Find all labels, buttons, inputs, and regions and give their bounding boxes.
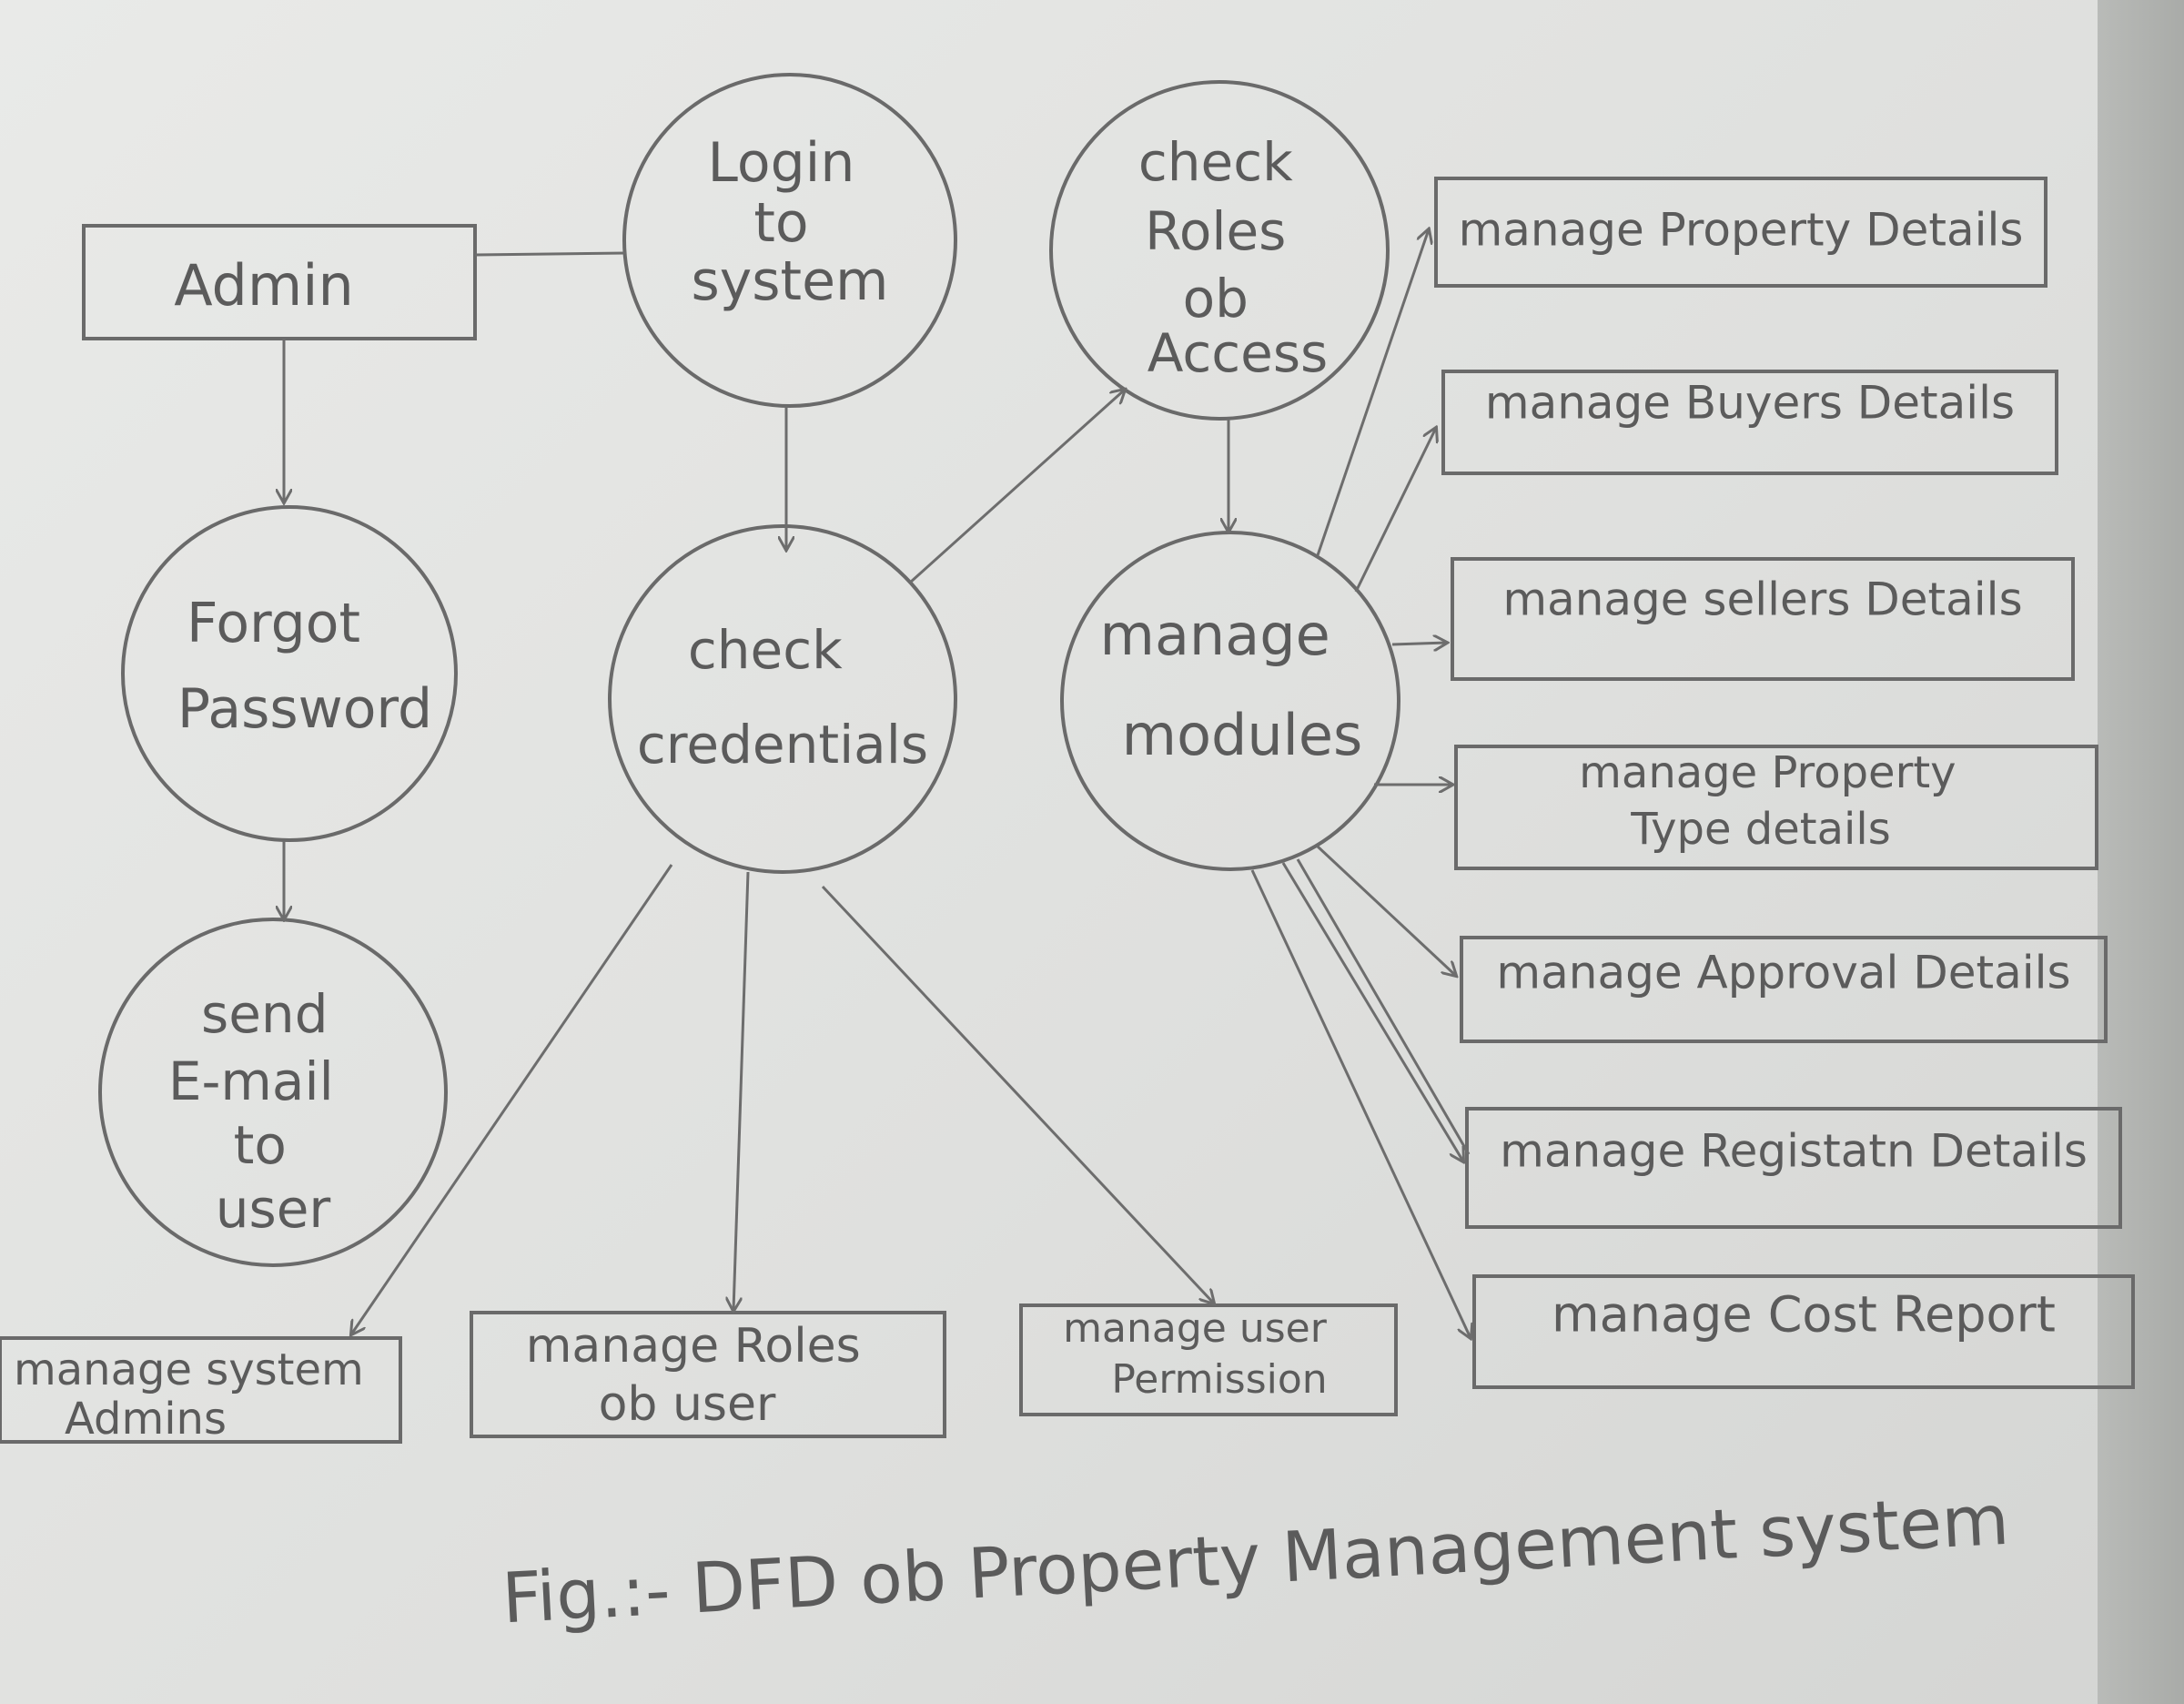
flow-modules-property-details xyxy=(1316,229,1429,556)
flow-modules-sellers-details xyxy=(1391,643,1447,644)
flow-credentials-roles-of-user xyxy=(733,871,750,1311)
check-credentials-label-2: credentials xyxy=(637,714,928,776)
check-credentials-process: check credentials xyxy=(608,524,957,874)
store-registration-details-label: manage Registatn Details xyxy=(1500,1125,2088,1178)
store-user-permission: manage user Permission xyxy=(1019,1303,1398,1416)
svg-text:check Roles ob: check Roles ob Access xyxy=(1138,131,1328,384)
login-label-2: to xyxy=(753,191,808,255)
data-flows xyxy=(284,229,1471,1338)
store-user-permission-label-1: manage user xyxy=(1063,1305,1328,1352)
send-email-label-2: E-mail xyxy=(168,1050,334,1112)
admin-label: Admin xyxy=(174,252,354,319)
store-property-details-label: manage Property Details xyxy=(1459,204,2024,257)
svg-text:manage Roles ob user: manage Roles ob user xyxy=(526,1319,876,1432)
store-system-admins-label-1: manage system xyxy=(14,1344,364,1395)
forgot-password-process: Forgot Password xyxy=(121,505,458,842)
store-sellers-details: manage sellers Details xyxy=(1451,557,2075,681)
flow-modules-registration-details-double xyxy=(1296,858,1471,1155)
flow-modules-cost-report xyxy=(1250,869,1471,1338)
flow-modules-approval-details xyxy=(1316,845,1456,976)
send-email-label-1: send xyxy=(201,983,328,1045)
svg-text:Login to system: Login to system xyxy=(692,131,889,313)
figure-caption: Fig.:- DFD ob Property Management system xyxy=(500,1479,2011,1639)
store-system-admins-label-2: Admins xyxy=(65,1394,227,1445)
store-property-details: manage Property Details xyxy=(1434,177,2048,288)
login-label-1: Login xyxy=(708,131,855,195)
store-property-type-label-1: manage Property xyxy=(1579,747,1956,798)
store-user-permission-label-2: Permission xyxy=(1111,1356,1327,1403)
store-cost-report-label: manage Cost Report xyxy=(1552,1286,2056,1344)
check-credentials-label-1: check xyxy=(688,619,843,681)
store-roles-of-user-label-1: manage Roles xyxy=(526,1319,861,1374)
store-cost-report: manage Cost Report xyxy=(1472,1274,2135,1389)
send-email-process: send E-mail to user xyxy=(98,918,448,1267)
flow-credentials-system-admins xyxy=(351,864,673,1334)
svg-text:check credentials: check credentials xyxy=(637,619,928,776)
check-roles-label-1: check xyxy=(1138,131,1293,193)
check-roles-label-4: Access xyxy=(1148,322,1329,384)
store-system-admins: manage system Admins xyxy=(0,1336,402,1445)
flow-credentials-check-roles xyxy=(908,390,1125,584)
flow-modules-buyers-details xyxy=(1354,428,1436,593)
store-sellers-details-label: manage sellers Details xyxy=(1502,573,2022,626)
store-buyers-details-label: manage Buyers Details xyxy=(1485,377,2015,430)
flow-modules-registration-details xyxy=(1281,862,1463,1161)
store-roles-of-user-label-2: ob user xyxy=(599,1377,776,1432)
check-roles-label-2: Roles xyxy=(1145,200,1286,262)
svg-text:manage user Permission: manage user Permission xyxy=(1063,1305,1340,1403)
check-roles-label-3: ob xyxy=(1183,268,1249,330)
store-roles-of-user: manage Roles ob user xyxy=(470,1311,946,1438)
svg-text:send E-mail to: send E-mail to user xyxy=(168,983,350,1240)
admin-entity: Admin xyxy=(82,224,477,340)
store-approval-details: manage Approval Details xyxy=(1460,936,2108,1043)
page-edge xyxy=(2098,0,2184,1704)
send-email-label-4: user xyxy=(216,1178,331,1240)
svg-text:manage system Admins: manage system Admins xyxy=(14,1344,378,1445)
forgot-label-1: Forgot xyxy=(187,592,360,655)
svg-text:Forgot Password: Forgot Password xyxy=(177,592,432,741)
manage-modules-process: manage modules xyxy=(1060,531,1400,871)
store-approval-details-label: manage Approval Details xyxy=(1496,947,2070,999)
flow-credentials-user-permission xyxy=(821,885,1214,1303)
svg-text:manage modules: manage modules xyxy=(1100,602,1363,768)
store-buyers-details: manage Buyers Details xyxy=(1441,370,2058,475)
check-roles-process: check Roles ob Access xyxy=(1049,80,1390,421)
send-email-label-3: to xyxy=(234,1114,287,1176)
svg-text:manage Property Type det: manage Property Type details xyxy=(1579,747,1970,855)
store-property-type-label-2: Type details xyxy=(1630,804,1890,855)
login-label-3: system xyxy=(692,249,889,313)
manage-modules-label-2: modules xyxy=(1122,702,1363,768)
manage-modules-label-1: manage xyxy=(1100,602,1330,668)
store-registration-details: manage Registatn Details xyxy=(1465,1107,2122,1229)
flow-admin-login xyxy=(474,251,627,257)
login-process: Login to system xyxy=(622,73,957,408)
forgot-label-2: Password xyxy=(177,677,432,741)
store-property-type: manage Property Type details xyxy=(1454,745,2098,870)
